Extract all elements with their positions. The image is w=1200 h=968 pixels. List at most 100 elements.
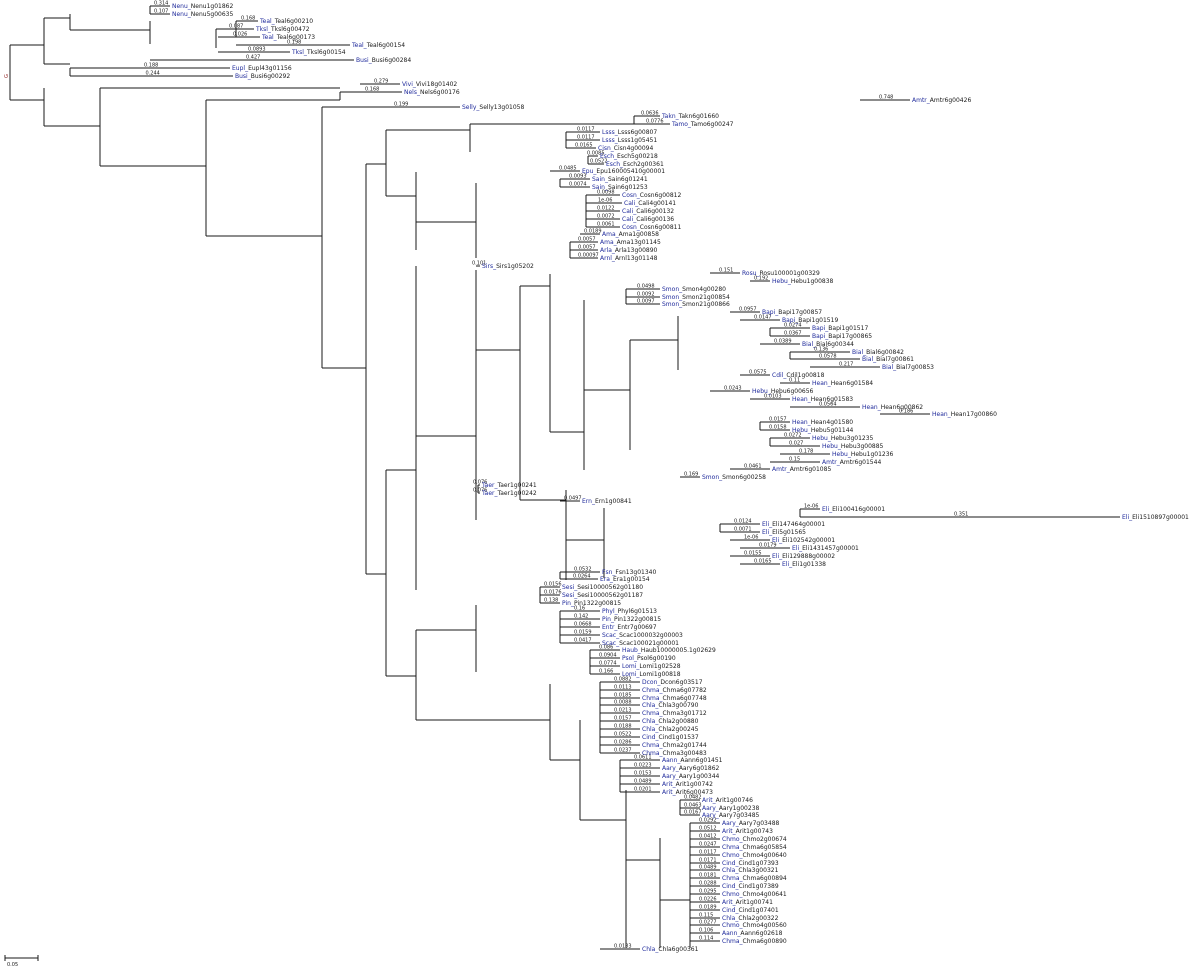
leaf-label: Arit_Arit1g00741 [722,899,773,906]
leaf-label: Smon_Smon21g00866 [662,301,730,308]
branch-length-label: 0.11 [789,378,800,384]
leaf-label: Sirs_Sirs1g05202 [482,263,534,270]
branch-length-label: 0.0093 [569,174,587,180]
leaf-label: Nels_Nels6g00176 [404,89,460,96]
leaf-label: Entr_Entr7g00697 [602,624,657,631]
branch-length-label: 0.0189 [584,229,602,235]
branch-length-label: 0.115 [699,913,713,919]
leaf-label: Tksl_Tksl6g00472 [255,26,310,33]
leaf-label: Chmo_Chmo4g00640 [722,852,787,859]
branch-length-label: 0.0088 [614,700,632,706]
leaf-label: Ern_Ern1g00841 [582,498,632,505]
leaf-label: Esch_Esch5g00218 [600,153,658,160]
branch-length-label: 0.0057 [578,237,596,243]
branch-length-label: 0.0412 [699,834,717,840]
leaf-label: Cind_Cind1g07393 [722,860,779,867]
branch-length-label: 0.178 [799,449,813,455]
leaf-label: Chma_Chma2g01744 [642,742,707,749]
leaf-label: Amtr_Amtr6g00426 [912,97,971,104]
leaf-label: Cosn_Cosn6g00811 [622,224,681,231]
leaf-label: Cosn_Cosn6g00812 [622,192,681,199]
branch-length-label: 0.0461 [744,464,762,470]
leaf-label: Psol_Psol6g00190 [622,655,676,662]
branch-length-label: 0.0226 [699,897,717,903]
branch-length-label: 0.166 [599,669,613,675]
leaf-label: Cind_Cind1g07401 [722,907,779,914]
leaf-label: Teal_Teal6g00173 [261,34,315,41]
leaf-label: Lomi_Lomi1g02528 [622,663,681,670]
leaf-label: Lsss_Lsss6g00807 [602,129,657,136]
branch-length-label: 0.15 [789,457,800,463]
leaf-label: Era_Era1g00154 [600,576,650,583]
branch-length-label: 0.0157 [769,417,787,423]
branch-length-label: 0.00097 [578,253,599,259]
leaf-label: Bapi_Bapi17g00865 [812,333,872,340]
branch-length-label: 0.0578 [819,354,837,360]
leaf-label: Hebu_Hebu1g01236 [832,451,894,458]
leaf-label: Sesi_Sesi10000562g01187 [562,592,643,599]
leaf-label: Smon_Smon4g00280 [662,286,726,293]
branch-length-label: 0.0668 [574,622,592,628]
branch-length-label: 0.0292 [699,818,717,824]
branch-length-label: 0.0179 [759,543,777,549]
leaf-label: Arit_Arit1g00742 [662,781,713,788]
branch-length-label: 0.101 [472,261,486,267]
leaf-label: Cali_Cali4g00141 [624,200,676,207]
branch-length-label: 0.0071 [734,527,752,533]
leaf-label: Eli_Eli1431457g00001 [792,545,859,552]
branch-length-label: 0.0272 [784,433,802,439]
branch-length-label: 0.0532 [574,567,592,573]
leaf-label: Smon_Smon6g00258 [702,474,766,481]
branch-length-label: 0.0264 [573,574,591,580]
branch-length-label: 0.351 [954,512,968,518]
branch-length-label: 0.0117 [699,850,717,856]
branch-length-label: 0.0485 [559,166,577,172]
branch-length-label: 0.0564 [819,402,837,408]
branch-length-label: 0.188 [144,63,158,69]
leaf-label: Tksl_Tksl6g00154 [291,49,346,56]
branch-length-label: 0.0189 [699,905,717,911]
branch-length-label: 0.106 [699,928,713,934]
leaf-label: Bial_Bial6g00344 [802,341,854,348]
branch-length-label: 0.0057 [578,245,596,251]
leaf-label: Cind_Cind1g07389 [722,883,779,890]
branch-length-label: 0.142 [574,614,588,620]
branch-length-label: 0.0098 [597,190,615,196]
leaf-label: Eli_Eli100416g00001 [822,506,885,513]
leaf-label: Lomi_Lomi1g00818 [622,671,681,678]
leaf-label: Smon_Smon21g00854 [662,294,730,301]
branch-length-label: 0.076 [473,488,487,494]
leaf-label: Haub_Haub10000005.1g02629 [622,647,716,654]
branch-length-label: 0.0167 [684,810,702,816]
branch-length-label: 0.0286 [614,740,632,746]
branch-length-label: 0.0097 [637,299,655,305]
scale-bar: 0.05 [4,955,39,968]
branch-length-label: 0.0103 [764,394,782,400]
leaf-label: Takn_Takn6g01660 [661,113,719,120]
branch-length-label: 0.168 [241,16,255,22]
leaf-label: Chla_Chla6g00361 [642,946,699,953]
tree-branches [9,5,1120,950]
leaf-label: Arit_Arit6g00473 [662,789,713,796]
leaf-label: Cisn_Cisn4g00094 [598,145,653,152]
leaf-label: Chla_Chla2g00880 [642,718,699,725]
branch-length-label: 0.0774 [599,661,617,667]
leaf-label: Eli_Eli5g01565 [762,529,806,536]
bootstrap-labels: 0.3140.1070.1680.0870.0260.1980.08930.42… [144,1,968,950]
leaf-label: Chla_Chla2g00322 [722,915,779,922]
leaf-label: Cali_Cali6g00132 [622,208,674,215]
branch-length-label: 0.0498 [637,284,655,290]
branch-length-label: 0.199 [394,102,408,108]
branch-length-label: 0.0277 [699,920,717,926]
leaf-label: Bial_Bial7g00853 [882,364,934,371]
branch-length-label: 0.0904 [599,653,617,659]
branch-length-label: 0.114 [699,936,713,942]
leaf-label: Eli_Eli129888g00002 [772,553,835,560]
leaf-label: Chmo_Chmo4g00560 [722,922,787,929]
leaf-labels: Nenu_Nenu1g01862Nenu_Nenu5g00635Teal_Tea… [172,3,1189,953]
leaf-label: Hebu_Hebu6g00656 [752,388,814,395]
branch-length-label: 0.0882 [614,677,632,683]
leaf-label: Chla_Chla3g00790 [642,702,699,709]
branch-length-label: 0.0156 [544,582,562,588]
leaf-label: Eupl_Eupl43g01156 [232,65,292,72]
